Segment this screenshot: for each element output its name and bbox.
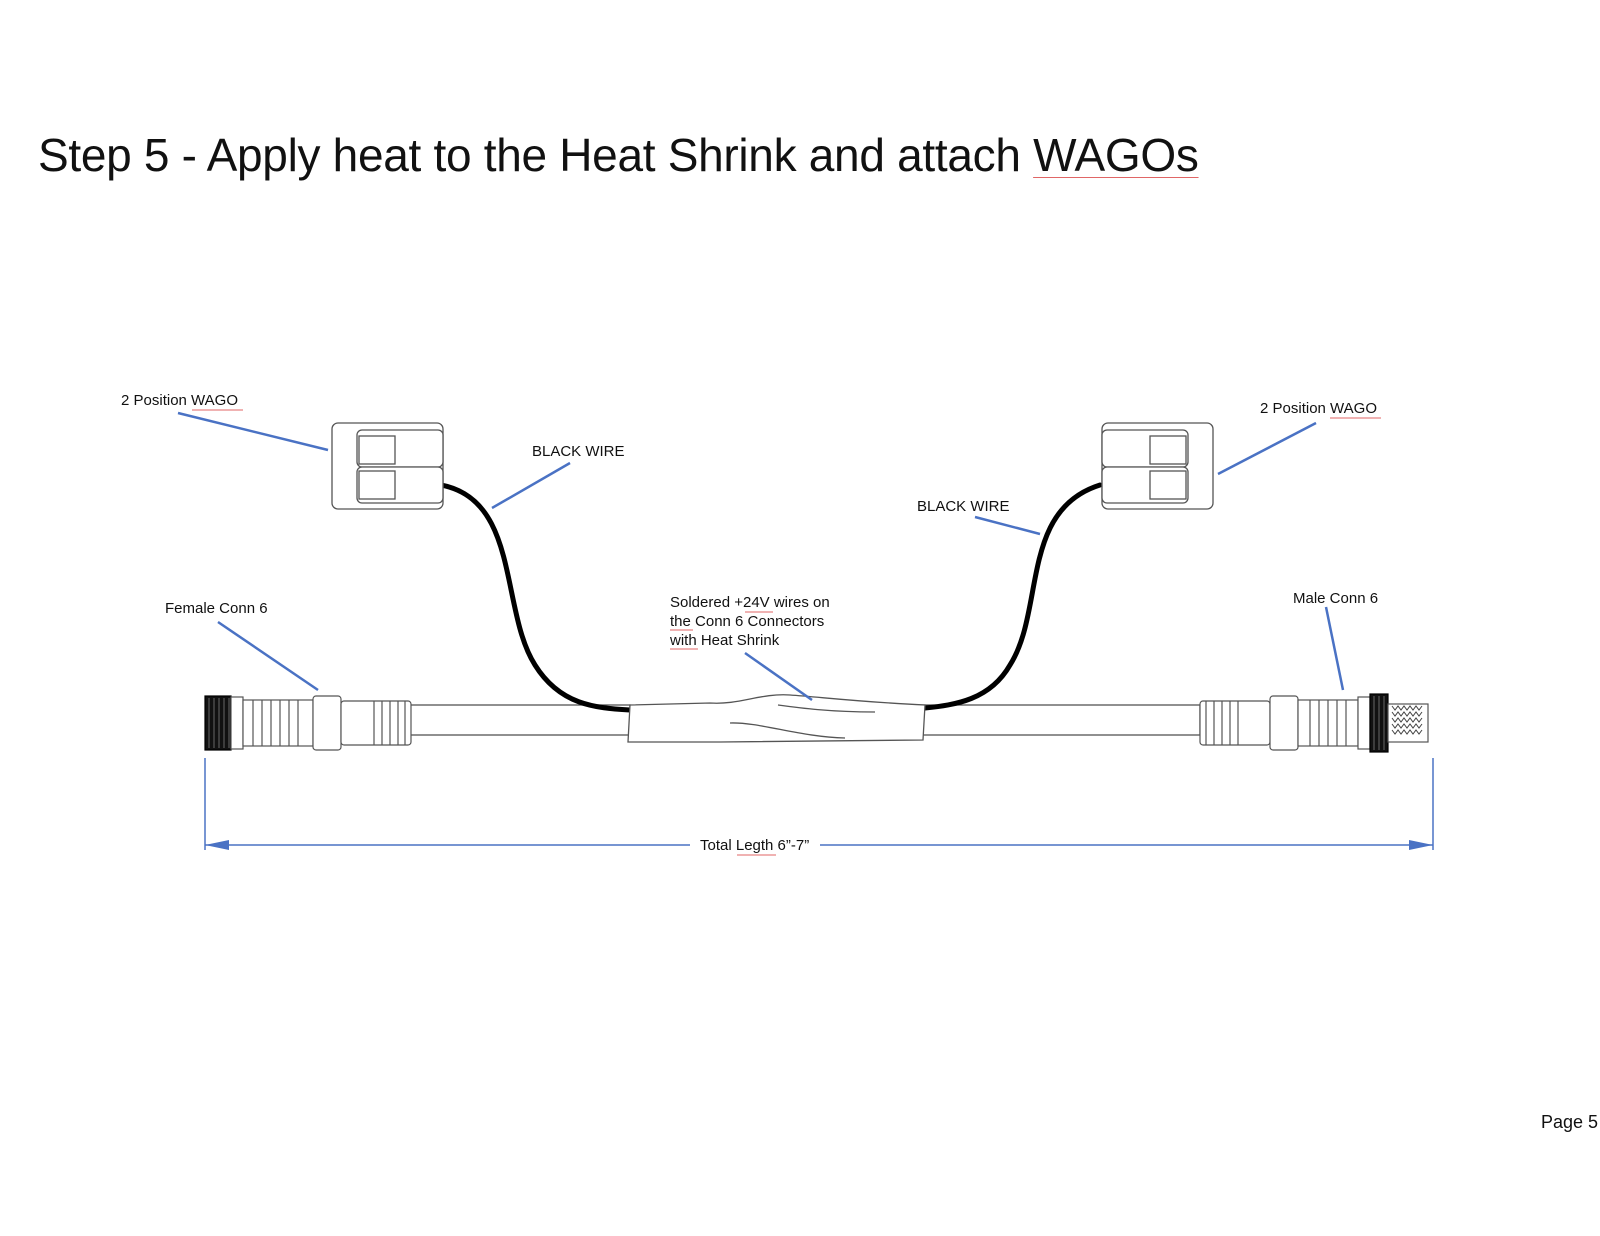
- page-title: Step 5 - Apply heat to the Heat Shrink a…: [38, 128, 1199, 182]
- label-female-conn: Female Conn 6: [165, 600, 268, 617]
- label-total-length: Total Legth 6”-7”: [700, 837, 809, 854]
- label-solder-line2: the Conn 6 Connectors: [670, 613, 824, 630]
- callout-wago-right: [1217, 421, 1317, 476]
- callout-male-conn: [1324, 606, 1345, 691]
- black-wire-left: [438, 482, 633, 713]
- female-connector: [204, 695, 412, 751]
- male-connector: [1199, 693, 1429, 753]
- page-number: Page 5: [1540, 1112, 1598, 1132]
- label-black-wire-left: BLACK WIRE: [532, 443, 625, 460]
- dimension-arrow-right: [1409, 840, 1433, 850]
- callout-solder: [744, 651, 813, 702]
- title-text: Step 5 - Apply heat to the Heat Shrink a…: [38, 129, 1034, 181]
- callout-black-wire-right: [974, 515, 1041, 536]
- male-threaded-pin: [1387, 703, 1429, 743]
- wago-right: [1101, 422, 1214, 510]
- label-wago-left: 2 Position WAGO: [121, 392, 238, 409]
- label-wago-right: 2 Position WAGO: [1260, 400, 1377, 417]
- label-male-conn: Male Conn 6: [1293, 590, 1378, 607]
- callout-wago-left: [177, 411, 329, 452]
- callout-black-wire-left: [491, 461, 571, 510]
- label-black-wire-right: BLACK WIRE: [917, 498, 1010, 515]
- callout-lines: [177, 411, 1345, 702]
- callout-female-conn: [217, 620, 319, 692]
- black-wires: [438, 482, 1103, 713]
- title-flagged-word: WAGOs: [1033, 129, 1199, 181]
- spellcheck-underlines: [192, 409, 1381, 856]
- heat-shrink: [627, 694, 926, 743]
- black-wire-right: [922, 482, 1103, 711]
- label-solder-line3: with Heat Shrink: [669, 632, 780, 649]
- wago-left: [331, 422, 444, 510]
- dimension-arrow-left: [205, 840, 229, 850]
- label-solder-line1: Soldered +24V wires on: [670, 594, 830, 611]
- dimension-line: [204, 758, 1434, 850]
